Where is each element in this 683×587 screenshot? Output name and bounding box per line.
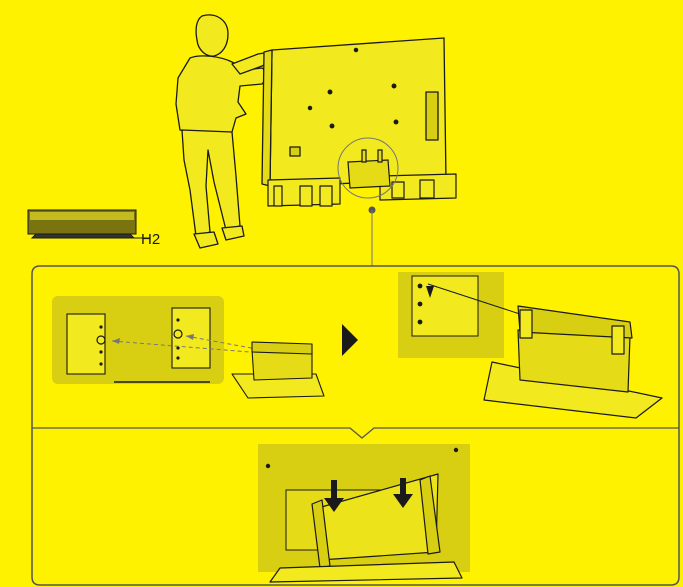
- model-label: H2: [141, 231, 160, 248]
- triangle-right-icon: [342, 324, 358, 356]
- step-3-illustration: [258, 444, 470, 582]
- person-figure: [176, 15, 274, 248]
- step-1-illustration: [52, 296, 324, 398]
- stand-thumbnail: [28, 210, 150, 238]
- step-2-illustration: [398, 272, 662, 418]
- steps-divider: [32, 428, 679, 438]
